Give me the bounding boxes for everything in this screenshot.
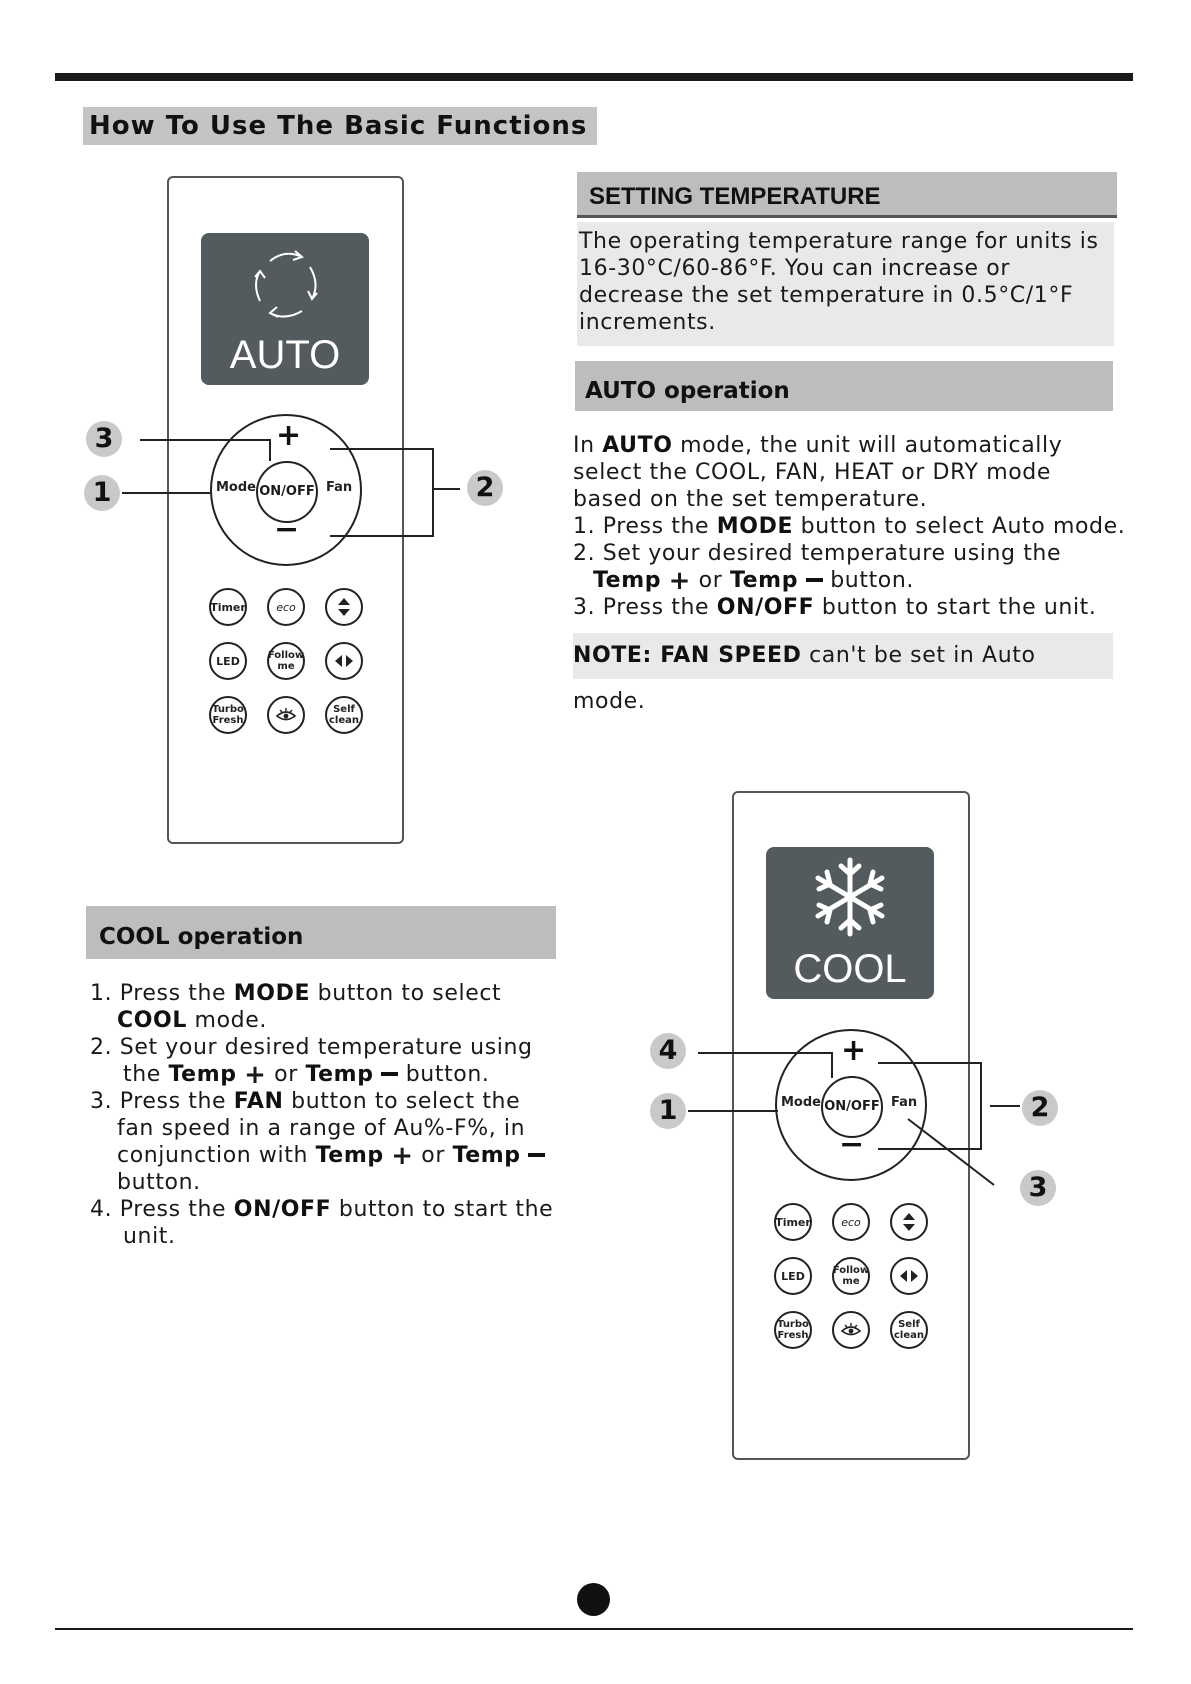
cool-swing-horizontal-button[interactable] [890,1257,928,1295]
auto-screen-label: AUTO [229,333,341,377]
auto-screen: AUTO [201,233,369,385]
cool-temp-plus[interactable]: + [841,1033,867,1068]
auto-timer-button[interactable]: Timer [209,588,247,626]
auto-swing-vertical-button[interactable] [325,588,363,626]
leader-line [980,1062,982,1150]
minus-icon [805,578,823,582]
cool-operation-body: 1. Press the MODE button to select COOL … [90,981,554,1249]
setting-temperature-line: 16-30°C/60-86°F. You can increase or [579,256,1010,281]
cool-sleep-button[interactable] [832,1311,870,1349]
auto-callout-1: 1 [84,475,120,511]
cool-screen-label: COOL [793,947,907,991]
cool-swing-vertical-button[interactable] [890,1203,928,1241]
remote-auto: AUTO + − Mode Fan ON/OFF Timer eco LED F… [167,176,404,844]
auto-fan-button[interactable]: Fan [326,480,353,495]
left-right-arrows-icon [900,1270,918,1282]
eye-icon [275,708,297,721]
cool-screen: COOL [766,847,934,999]
cool-mode-button[interactable]: Mode [781,1095,821,1110]
auto-turbo-fresh-button[interactable]: Turbo Fresh [209,696,247,734]
leader-line [698,1052,832,1054]
setting-temperature-line: decrease the set temperature in 0.5°C/1°… [579,283,1074,308]
cool-follow-me-button[interactable]: Follow me [832,1257,870,1295]
cool-turbo-fresh-button[interactable]: Turbo Fresh [774,1311,812,1349]
auto-onoff-button[interactable]: ON/OFF [256,461,318,523]
auto-sleep-button[interactable] [267,696,305,734]
cool-timer-button[interactable]: Timer [774,1203,812,1241]
leader-line [878,1148,982,1150]
bottom-rule [55,1628,1133,1630]
leader-line [122,492,210,494]
plus-icon: + [668,566,692,596]
auto-mode-button[interactable]: Mode [216,480,256,495]
cool-onoff-button[interactable]: ON/OFF [821,1076,883,1138]
left-right-arrows-icon [335,655,353,667]
minus-icon [381,1072,399,1076]
eye-icon [840,1323,862,1336]
plus-icon: + [244,1060,267,1090]
up-down-arrows-icon [338,598,350,616]
auto-follow-me-button[interactable]: Follow me [267,642,305,680]
leader-line [688,1110,778,1112]
cool-callout-2: 2 [1022,1090,1058,1126]
auto-callout-2: 2 [467,470,503,506]
setting-temperature-line: increments. [579,310,716,335]
snowflake-icon [815,857,885,937]
leader-line [330,535,434,537]
minus-icon [528,1153,546,1157]
auto-swing-horizontal-button[interactable] [325,642,363,680]
setting-temperature-body: The operating temperature range for unit… [577,222,1114,346]
page-marker [577,1583,610,1616]
leader-line [831,1052,833,1078]
page-title: How To Use The Basic Functions [83,107,598,145]
auto-callout-3: 3 [86,421,122,457]
auto-cycle-icon [254,250,318,318]
auto-temp-plus[interactable]: + [276,418,302,453]
cool-callout-4: 4 [650,1033,686,1069]
leader-line [330,448,434,450]
up-down-arrows-icon [903,1213,915,1231]
leader-line [432,488,460,490]
plus-icon: + [391,1141,414,1171]
auto-operation-heading: AUTO operation [575,361,1113,411]
cool-led-button[interactable]: LED [774,1257,812,1295]
leader-line [432,448,434,537]
cool-operation-heading: COOL operation [86,906,556,959]
auto-led-button[interactable]: LED [209,642,247,680]
cool-self-clean-button[interactable]: Self clean [890,1311,928,1349]
leader-line [878,1062,982,1064]
leader-line [990,1105,1020,1107]
cool-callout-1: 1 [650,1093,686,1129]
leader-line [907,1118,995,1186]
auto-eco-button[interactable]: eco [267,588,305,626]
cool-eco-button[interactable]: eco [832,1203,870,1241]
cool-dial: + − Mode Fan ON/OFF [775,1029,927,1181]
setting-temperature-heading: SETTING TEMPERATURE [577,172,1117,218]
auto-operation-body: In AUTO mode, the unit will automaticall… [573,433,1126,620]
auto-self-clean-button[interactable]: Self clean [325,696,363,734]
auto-dial: + − Mode Fan ON/OFF [210,414,362,566]
setting-temperature-line: The operating temperature range for unit… [579,229,1099,254]
remote-cool: COOL + − Mode Fan ON/OFF Timer eco LED F… [732,791,970,1460]
cool-callout-3: 3 [1020,1170,1056,1206]
leader-line [269,439,271,461]
leader-line [140,439,270,441]
cool-fan-button[interactable]: Fan [891,1095,918,1110]
top-rule [55,73,1133,81]
auto-note: NOTE: FAN SPEED can't be set in Auto mod… [573,633,1113,714]
